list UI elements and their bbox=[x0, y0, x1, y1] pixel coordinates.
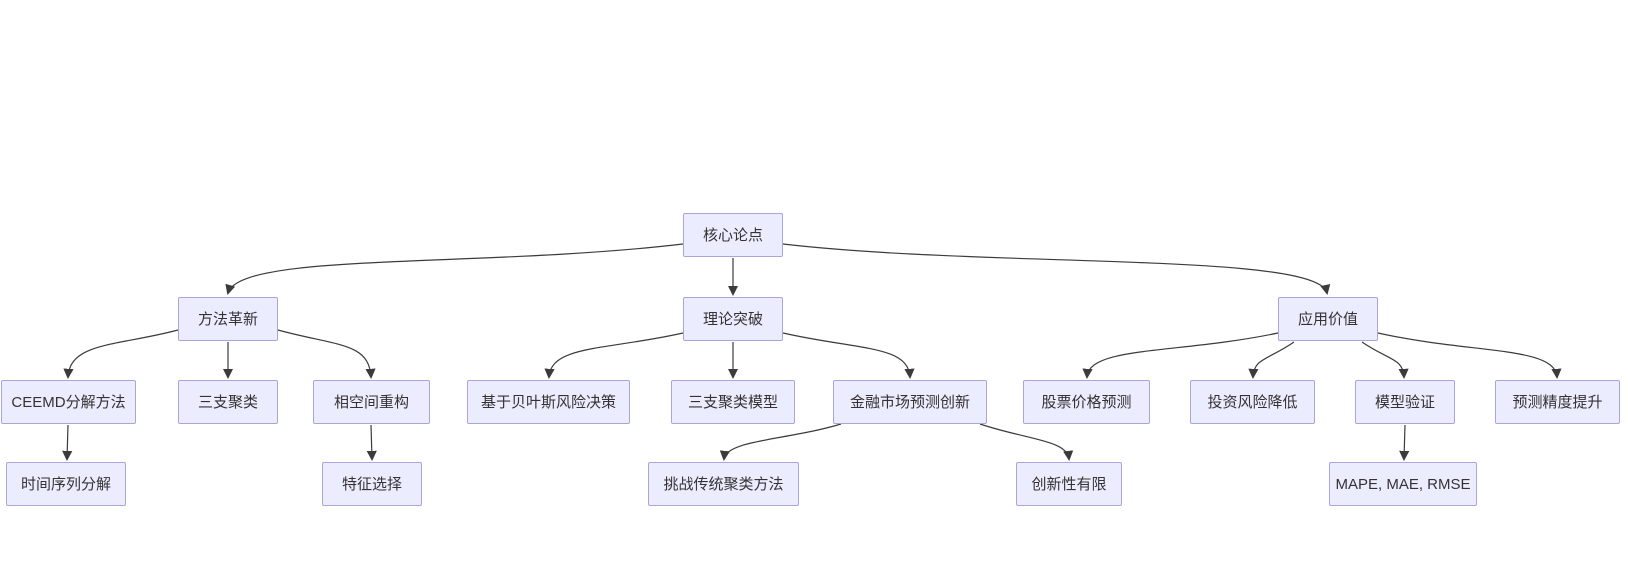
node-label-stock: 股票价格预测 bbox=[1041, 393, 1132, 411]
edge-finance-challenge bbox=[719, 423, 842, 462]
node-value: 应用价值 bbox=[1278, 297, 1378, 341]
node-risk: 投资风险降低 bbox=[1190, 380, 1315, 424]
edge-theory-bayes bbox=[544, 332, 684, 380]
node-finance: 金融市场预测创新 bbox=[833, 380, 987, 424]
edge-method-ceemd bbox=[63, 329, 179, 380]
node-label-value: 应用价值 bbox=[1297, 310, 1358, 328]
node-label-method: 方法革新 bbox=[197, 310, 258, 328]
node-ceemd: CEEMD分解方法 bbox=[1, 380, 136, 424]
node-label-validate: 模型验证 bbox=[1374, 393, 1435, 411]
edge-method-phase bbox=[277, 329, 376, 380]
node-label-root: 核心论点 bbox=[702, 226, 763, 244]
node-method: 方法革新 bbox=[178, 297, 278, 341]
edge-finance-limited bbox=[979, 423, 1074, 462]
edge-phase-feature bbox=[366, 424, 377, 462]
node-label-feature: 特征选择 bbox=[341, 475, 402, 493]
node-threeway: 三支聚类 bbox=[178, 380, 278, 424]
node-label-metrics: MAPE, MAE, RMSE bbox=[1335, 475, 1471, 493]
node-label-twc-model: 三支聚类模型 bbox=[687, 393, 778, 411]
node-challenge: 挑战传统聚类方法 bbox=[648, 462, 799, 506]
node-limited: 创新性有限 bbox=[1016, 462, 1122, 506]
node-label-risk: 投资风险降低 bbox=[1207, 393, 1298, 411]
edge-validate-metrics bbox=[1399, 424, 1410, 462]
node-validate: 模型验证 bbox=[1355, 380, 1455, 424]
edge-root-method bbox=[225, 243, 684, 295]
node-precision: 预测精度提升 bbox=[1495, 380, 1620, 424]
node-label-threeway: 三支聚类 bbox=[197, 393, 258, 411]
edge-value-validate bbox=[1361, 341, 1409, 380]
node-label-ts-decomp: 时间序列分解 bbox=[20, 475, 111, 493]
node-ts-decomp: 时间序列分解 bbox=[6, 462, 126, 506]
node-label-finance: 金融市场预测创新 bbox=[849, 393, 970, 411]
node-twc-model: 三支聚类模型 bbox=[671, 380, 795, 424]
edge-value-risk bbox=[1248, 341, 1295, 380]
node-bayes: 基于贝叶斯风险决策 bbox=[467, 380, 630, 424]
node-label-challenge: 挑战传统聚类方法 bbox=[663, 475, 784, 493]
node-metrics: MAPE, MAE, RMSE bbox=[1329, 462, 1477, 506]
node-label-theory: 理论突破 bbox=[702, 310, 763, 328]
edge-root-value bbox=[782, 243, 1331, 295]
node-label-phase: 相空间重构 bbox=[333, 393, 409, 411]
node-stock: 股票价格预测 bbox=[1023, 380, 1150, 424]
edge-ceemd-ts-decomp bbox=[62, 424, 73, 462]
node-feature: 特征选择 bbox=[322, 462, 422, 506]
node-label-limited: 创新性有限 bbox=[1031, 475, 1107, 493]
edge-value-precision bbox=[1377, 332, 1562, 380]
node-label-precision: 预测精度提升 bbox=[1512, 393, 1603, 411]
node-root: 核心论点 bbox=[683, 213, 783, 257]
edge-theory-finance bbox=[782, 332, 915, 380]
node-label-ceemd: CEEMD分解方法 bbox=[11, 393, 126, 411]
node-theory: 理论突破 bbox=[683, 297, 783, 341]
node-label-bayes: 基于贝叶斯风险决策 bbox=[480, 393, 616, 411]
node-phase: 相空间重构 bbox=[313, 380, 430, 424]
edge-value-stock bbox=[1082, 332, 1279, 380]
